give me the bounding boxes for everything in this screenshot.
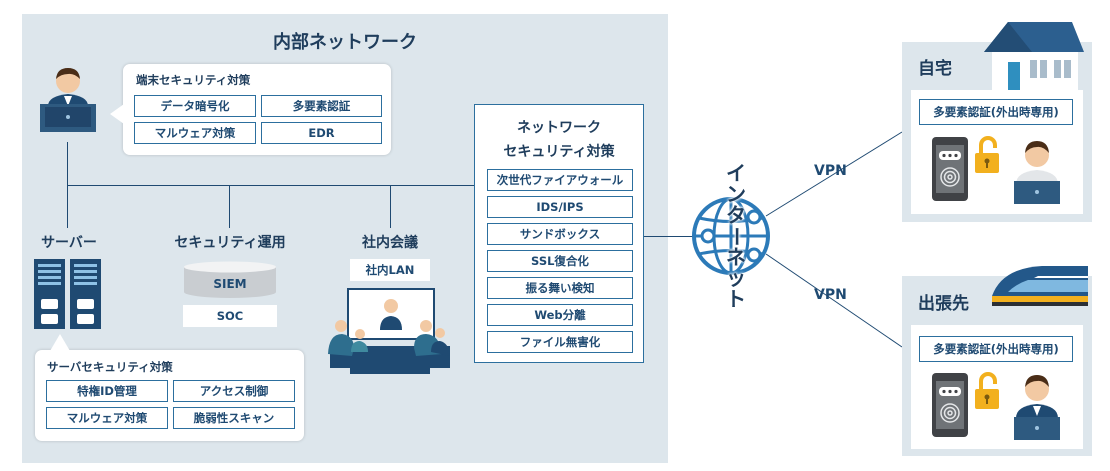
vpn-label-home: VPN	[814, 163, 847, 179]
netsec-item-sandbox: サンドボックス	[487, 223, 633, 245]
network-security-title-line1: ネットワーク	[517, 120, 601, 136]
server-item-vuln-scan: 脆弱性スキャン	[173, 407, 295, 429]
netsec-item-ngfw: 次世代ファイアウォール	[487, 169, 633, 191]
link-to-internet	[643, 236, 693, 237]
internet-char-3: タ	[726, 203, 746, 227]
internal-lan-label: 社内LAN	[350, 259, 430, 281]
home-unlock-icon	[975, 136, 999, 173]
internal-network-title: 内部ネットワーク	[273, 32, 417, 53]
internet-char-2: ン	[726, 182, 746, 206]
netsec-item-behavior: 振る舞い検知	[487, 277, 633, 299]
internet-char-7: ト	[726, 287, 746, 311]
link-meeting	[390, 185, 391, 228]
home-user-icon	[1014, 141, 1060, 204]
netsec-item-ssl: SSL復合化	[487, 250, 633, 272]
server-security-title: サーバセキュリティ対策	[47, 360, 173, 374]
server-icon	[34, 259, 101, 329]
internet-char-6: ッ	[726, 266, 746, 290]
home-label: 自宅	[918, 59, 952, 79]
netsec-item-file-sanitize: ファイル無害化	[487, 331, 633, 353]
internet-char-1: イ	[726, 161, 746, 185]
trip-mfa-label: 多要素認証(外出時専用)	[919, 336, 1073, 362]
endpoint-card-pointer	[110, 104, 124, 124]
trip-phone-icon	[932, 373, 968, 437]
endpoint-item-edr: EDR	[261, 122, 382, 144]
network-security-title-line2: セキュリティ対策	[503, 144, 615, 160]
internet-char-4: ー	[724, 226, 749, 247]
internet-label: イ ン タ ー ネ ッ ト	[716, 163, 756, 310]
internet-char-5: ネ	[726, 245, 746, 269]
endpoint-item-mfa: 多要素認証	[261, 95, 382, 117]
link-main-bus	[67, 185, 474, 186]
netsec-item-ids-ips: IDS/IPS	[487, 196, 633, 218]
pc-user-icon	[40, 68, 96, 132]
home-mfa-label: 多要素認証(外出時専用)	[919, 99, 1073, 125]
siem-label: SIEM	[213, 277, 247, 291]
siem-database-icon	[184, 261, 276, 298]
trip-unlock-icon	[975, 372, 999, 409]
server-item-access-control: アクセス制御	[173, 380, 295, 402]
vpn-label-trip: VPN	[814, 287, 847, 303]
link-secops	[229, 185, 230, 228]
server-item-privileged-id: 特権ID管理	[46, 380, 168, 402]
server-label: サーバー	[41, 235, 97, 251]
server-card-pointer	[50, 334, 70, 351]
meeting-label: 社内会議	[362, 235, 418, 251]
internet-globe-icon	[692, 197, 770, 275]
netsec-item-web-isolation: Web分離	[487, 304, 633, 326]
house-icon	[984, 22, 1084, 90]
meeting-icon	[328, 288, 450, 374]
internet-links	[765, 131, 903, 348]
bullet-train-icon	[992, 266, 1088, 306]
endpoint-item-encryption: データ暗号化	[134, 95, 256, 117]
security-ops-label: セキュリティ運用	[174, 235, 286, 251]
endpoint-item-malware: マルウェア対策	[134, 122, 256, 144]
home-phone-icon	[932, 137, 968, 201]
server-item-malware: マルウェア対策	[46, 407, 168, 429]
trip-user-icon	[1014, 375, 1060, 440]
soc-label: SOC	[183, 305, 277, 327]
endpoint-security-title: 端末セキュリティ対策	[136, 73, 251, 87]
business-trip-label: 出張先	[918, 294, 969, 314]
